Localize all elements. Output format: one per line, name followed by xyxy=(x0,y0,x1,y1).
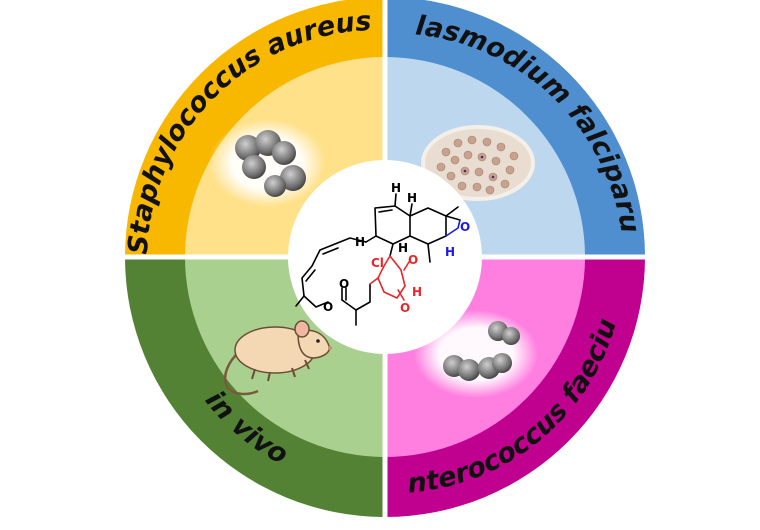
atom-oxygen-hydroxyl: O xyxy=(400,301,410,315)
atom-oxygen-ester: O xyxy=(323,300,333,314)
atom-hydrogen-center: H xyxy=(398,241,408,255)
atom-hydrogen-epoxide: H xyxy=(445,245,455,259)
diplococcus-micrograph-icon xyxy=(414,310,538,398)
atom-chlorine: Cl xyxy=(371,256,384,270)
molecule-structure xyxy=(295,193,461,326)
blood-smear-micrograph-icon xyxy=(421,125,535,201)
atom-hydrogen-hbond: H xyxy=(412,285,422,299)
atom-oxygen-carbonyl: O xyxy=(339,277,349,291)
atom-oxygen-epoxide: O xyxy=(460,220,470,234)
coccus-cluster-micrograph-icon xyxy=(209,119,325,207)
atom-hydrogen-top: H xyxy=(391,181,401,195)
atom-hydrogen-left: H xyxy=(355,235,365,249)
atom-oxygen-ketone: O xyxy=(408,253,418,267)
atom-hydrogen-top-right: H xyxy=(407,191,417,205)
mouse-icon xyxy=(223,320,332,396)
center-circle xyxy=(288,160,482,354)
